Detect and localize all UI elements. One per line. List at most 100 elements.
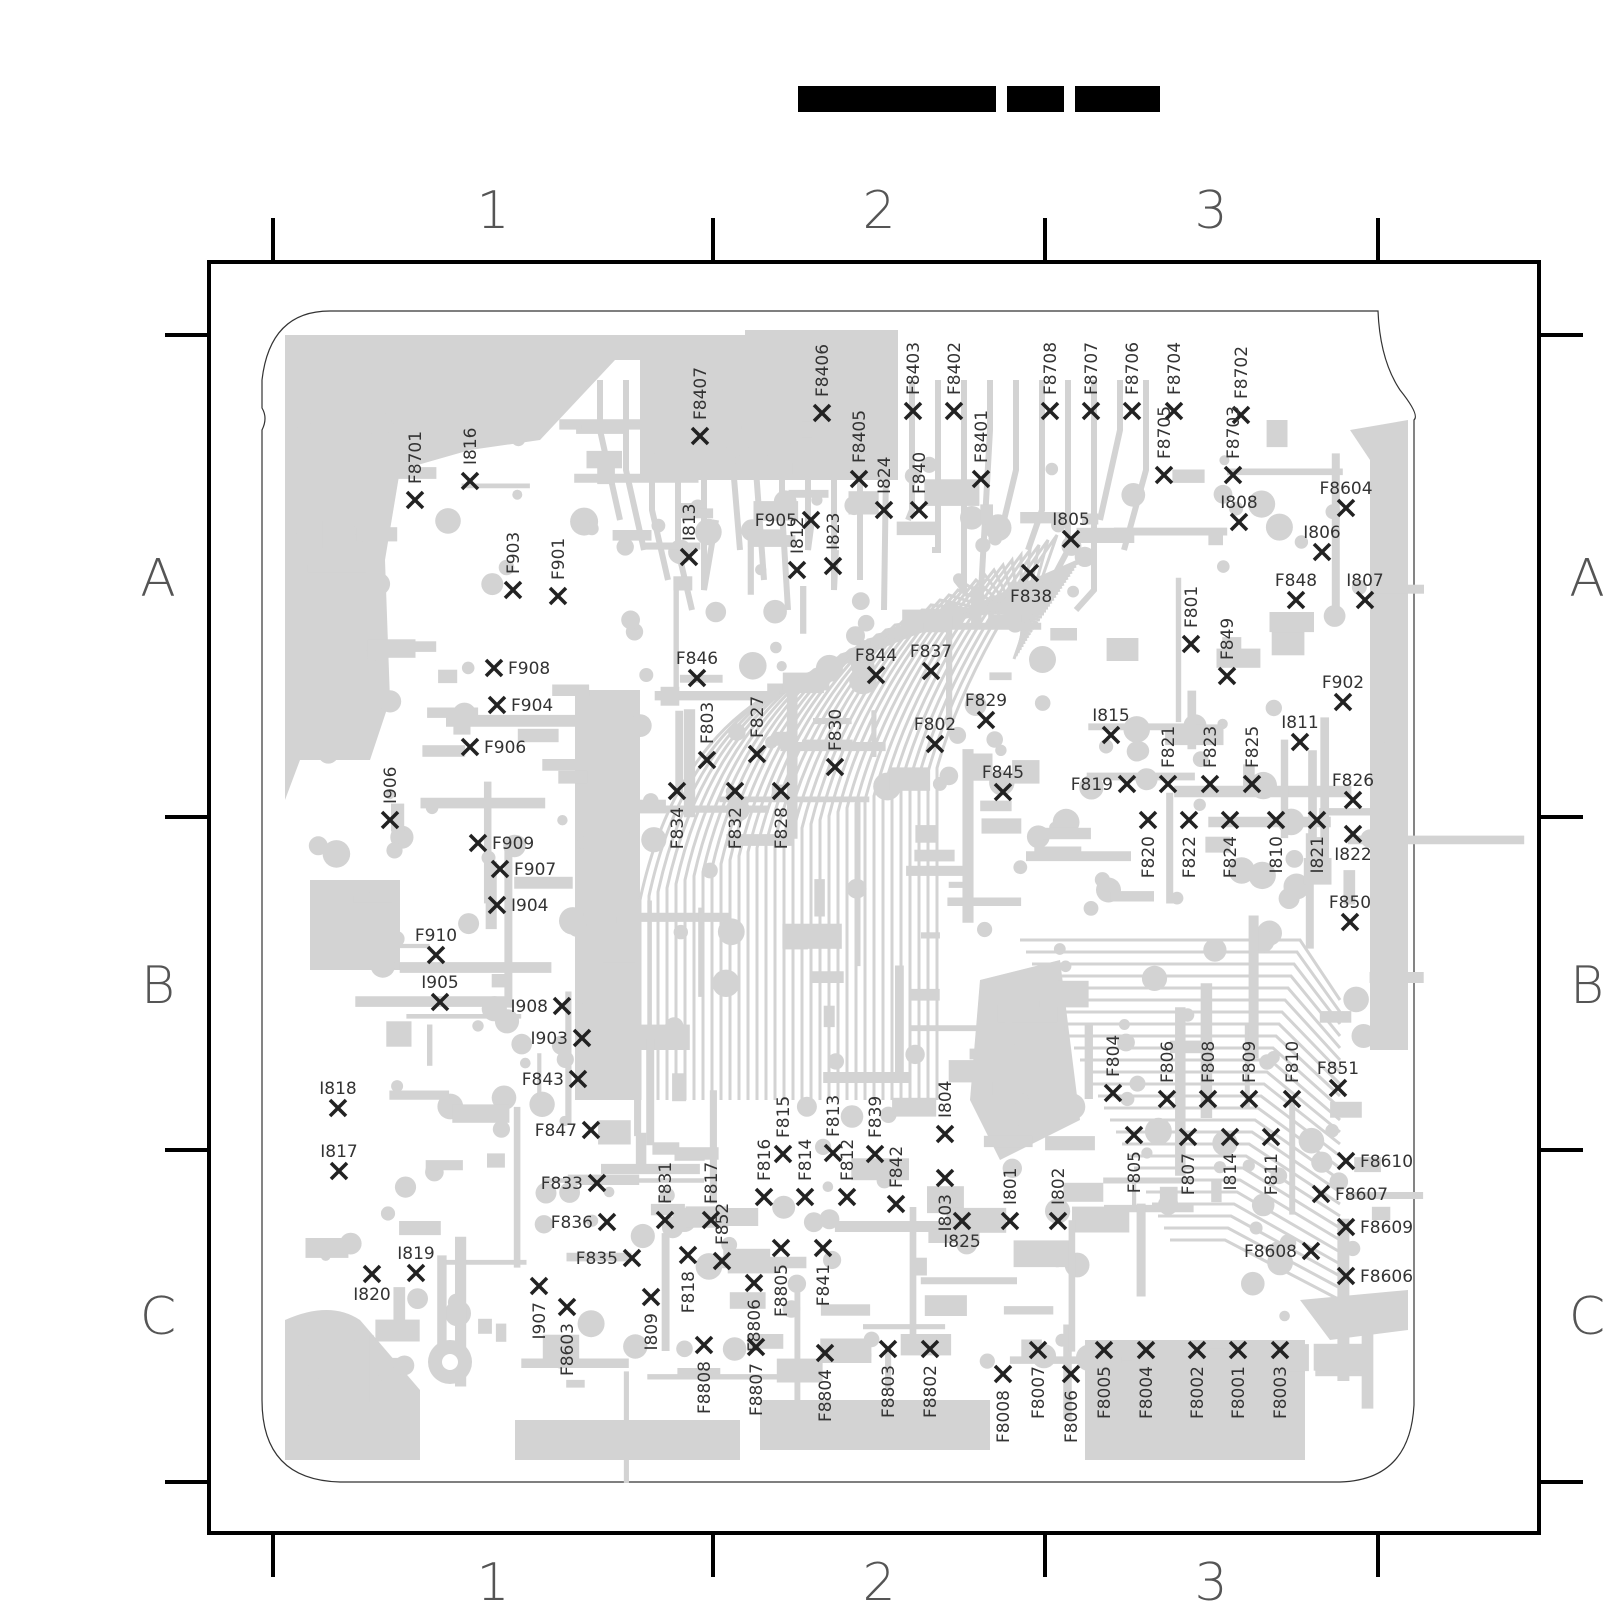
test-point-f806: F806 [1157,1041,1178,1109]
test-point-i819: I819 [397,1244,435,1283]
test-point-f836: F836 [551,1212,617,1233]
test-point-label: I907 [530,1302,550,1339]
test-point-label: F809 [1240,1041,1260,1083]
test-point-label: I807 [1346,571,1383,591]
test-point-label: F8805 [772,1264,792,1317]
test-point-marker-icon [587,1173,607,1193]
test-point-label: I906 [381,767,401,804]
test-point-marker-icon [1286,590,1306,610]
test-point-f845: F845 [982,763,1024,802]
test-point-label: F8706 [1123,342,1143,395]
test-point-i905: I905 [421,973,459,1012]
test-point-f811: F811 [1261,1127,1282,1195]
test-point-f8002: F8002 [1187,1340,1208,1419]
test-point-f8003: F8003 [1270,1340,1291,1419]
test-point-i907: I907 [529,1276,550,1339]
test-point-label: F8610 [1360,1152,1413,1172]
test-point-label: F905 [755,511,797,531]
test-point-marker-icon [813,1238,833,1258]
test-point-f8005: F8005 [1094,1340,1115,1419]
test-point-label: F837 [910,642,952,662]
test-point-f805: F805 [1124,1125,1145,1193]
test-point-f831: F831 [655,1162,676,1230]
test-point-marker-icon [993,1364,1013,1384]
test-point-f832: F832 [725,781,746,849]
test-point-label: F8708 [1041,342,1061,395]
test-point-marker-icon [1261,1127,1281,1147]
column-label-3-bottom: 3 [1194,1553,1227,1610]
test-point-f8401: F8401 [971,410,992,489]
test-point-marker-icon [1228,1340,1248,1360]
test-point-marker-icon [641,1287,661,1307]
test-point-i804: I804 [935,1081,956,1144]
test-point-label: F8007 [1029,1366,1049,1419]
test-point-marker-icon [849,469,869,489]
test-point-marker-icon [552,996,572,1016]
test-point-marker-icon [935,1168,955,1188]
test-point-f844: F844 [855,646,897,685]
test-point-i803: I803 [935,1168,956,1231]
row-label-C-left: C [140,1287,176,1347]
test-point-marker-icon [1282,1089,1302,1109]
column-label-2-top: 2 [862,181,895,241]
test-point-marker-icon [1101,725,1121,745]
test-point-marker-icon [993,782,1013,802]
test-point-f824: F824 [1220,810,1241,878]
test-point-marker-icon [328,1098,348,1118]
test-point-marker-icon [1336,498,1356,518]
header-bar-2 [1007,86,1064,112]
test-point-f819: F819 [1071,774,1137,795]
test-point-marker-icon [548,586,568,606]
test-point-f820: F820 [1138,810,1159,878]
test-point-f841: F841 [813,1238,834,1306]
test-point-f849: F849 [1217,618,1238,686]
test-point-label: F8603 [558,1323,578,1376]
test-point-marker-icon [1343,790,1363,810]
test-point-label: F851 [1317,1059,1359,1079]
test-point-label: F8004 [1137,1366,1157,1419]
test-point-label: I825 [943,1232,980,1252]
test-point-marker-icon [1138,810,1158,830]
test-point-i806: I806 [1303,523,1341,562]
test-point-marker-icon [795,1187,815,1207]
test-point-marker-icon [701,1210,721,1230]
test-point-marker-icon [1333,692,1353,712]
test-point-marker-icon [866,665,886,685]
test-point-marker-icon [771,781,791,801]
test-point-label: F8003 [1271,1366,1291,1419]
test-point-marker-icon [1164,401,1184,421]
test-point-f8705: F8705 [1154,406,1175,485]
test-point-label: F836 [551,1213,593,1233]
test-point-marker-icon [712,1251,732,1271]
test-point-label: I813 [680,504,700,541]
test-point-label: F827 [748,696,768,738]
test-point-label: F812 [838,1139,858,1181]
test-point-label: F8802 [921,1365,941,1418]
test-point-i820: I820 [353,1264,391,1305]
test-point-marker-icon [837,1187,857,1207]
test-point-marker-icon [1157,1089,1177,1109]
test-point-marker-icon [825,757,845,777]
test-point-label: F902 [1322,673,1364,693]
test-point-marker-icon [801,510,821,530]
test-point-label: F824 [1221,836,1241,878]
test-point-label: F8704 [1165,342,1185,395]
test-point-marker-icon [1179,810,1199,830]
test-point-f842: F842 [886,1146,907,1214]
row-label-A-left: A [140,549,176,609]
test-point-label: F829 [965,691,1007,711]
test-point-marker-icon [812,403,832,423]
test-point-f8403: F8403 [903,342,924,421]
test-point-f840: F840 [909,452,930,520]
test-point-marker-icon [1124,1125,1144,1145]
test-point-marker-icon [865,1144,885,1164]
test-point-marker-icon [694,1335,714,1355]
test-point-marker-icon [362,1264,382,1284]
test-point-f8603: F8603 [557,1297,578,1376]
test-point-label: I809 [642,1313,662,1350]
test-point-label: I805 [1052,510,1089,530]
test-point-label: I802 [1049,1168,1069,1205]
test-point-label: F834 [668,807,688,849]
test-point-f818: F818 [678,1245,699,1313]
test-point-marker-icon [1301,1241,1321,1261]
